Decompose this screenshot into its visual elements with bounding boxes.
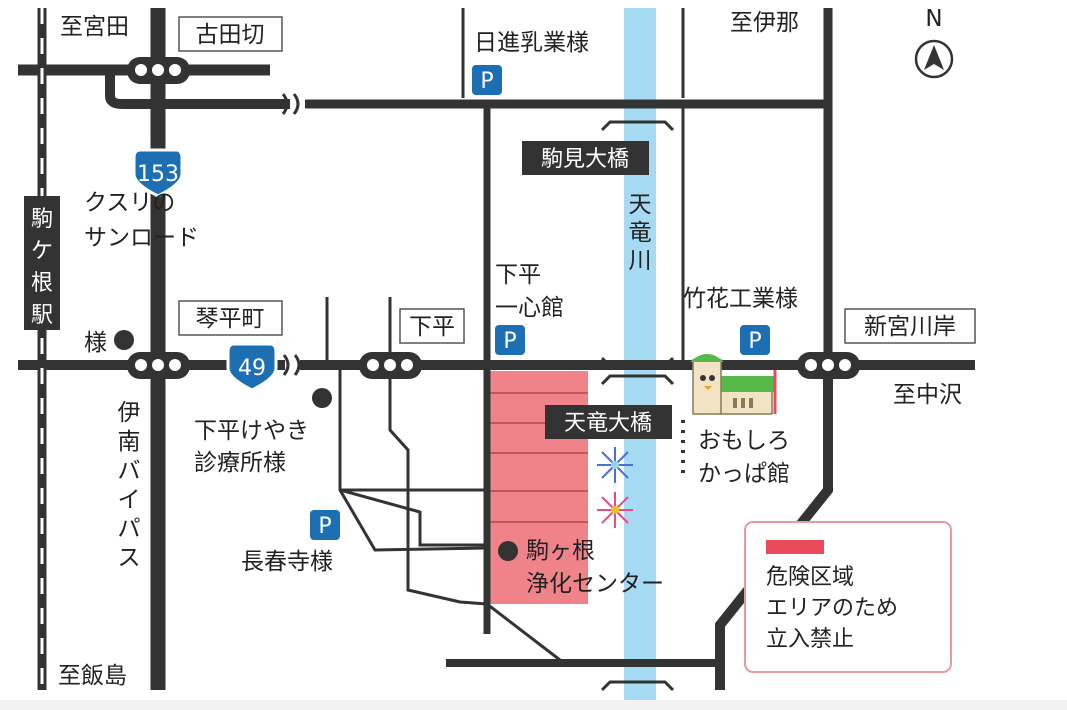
label-box-shimodaira: 下平 bbox=[399, 308, 465, 344]
svg-text:P: P bbox=[503, 329, 516, 354]
svg-text:P: P bbox=[318, 514, 331, 539]
label-jouka-2: 浄化センター bbox=[526, 571, 664, 597]
parking-icon: P bbox=[310, 510, 340, 540]
svg-text:根: 根 bbox=[31, 271, 53, 296]
label-keyaki-2: 診療所様 bbox=[194, 450, 286, 476]
label-iijima: 至飯島 bbox=[58, 663, 127, 689]
label-nisshin: 日進乳業様 bbox=[474, 30, 589, 56]
fireworks-icon bbox=[597, 447, 633, 528]
parking-icon: P bbox=[495, 325, 525, 355]
route-153-label: 153 bbox=[137, 162, 179, 187]
label-shimodaira-isshin-2: 一心館 bbox=[495, 295, 564, 321]
parking-icon: P bbox=[740, 325, 770, 355]
label-box-furutagiri: 古田切 bbox=[178, 16, 283, 52]
label-box-kotohira: 琴平町 bbox=[178, 300, 283, 336]
svg-text:下平: 下平 bbox=[409, 314, 455, 340]
legend-line-2: エリアのため bbox=[766, 596, 898, 621]
svg-text:川: 川 bbox=[629, 248, 652, 274]
svg-text:新宮川岸: 新宮川岸 bbox=[864, 314, 956, 340]
svg-text:P: P bbox=[480, 69, 493, 94]
label-ina-bypass: 伊 南 バ イ パ ス bbox=[118, 400, 141, 571]
svg-text:琴平町: 琴平町 bbox=[196, 306, 265, 332]
label-chosunji: 長春寺様 bbox=[241, 549, 333, 575]
label-ina: 至伊那 bbox=[730, 10, 799, 36]
svg-text:ス: ス bbox=[118, 545, 141, 571]
place-dot-icon bbox=[498, 541, 518, 561]
svg-text:古田切: 古田切 bbox=[196, 22, 265, 48]
label-shimodaira-isshin-1: 下平 bbox=[495, 262, 541, 288]
minor-roads bbox=[325, 8, 685, 662]
compass-icon: N bbox=[914, 6, 954, 79]
svg-text:ケ: ケ bbox=[31, 239, 53, 264]
svg-text:P: P bbox=[748, 329, 761, 354]
svg-text:竜: 竜 bbox=[629, 220, 652, 246]
svg-text:駒: 駒 bbox=[31, 207, 53, 232]
label-komagane-station: 駒 ケ 根 駅 bbox=[24, 196, 60, 330]
label-takehana: 竹花工業様 bbox=[683, 286, 798, 312]
bridge-marks bbox=[600, 120, 675, 692]
label-tenryu-river: 天 竜 川 bbox=[629, 192, 652, 274]
label-tenryu-bridge: 天竜大橋 bbox=[545, 405, 672, 439]
traffic-signal-icon bbox=[127, 57, 190, 84]
north-label: N bbox=[925, 6, 942, 32]
label-keyaki-1: 下平けやき bbox=[194, 418, 309, 444]
label-nakazawa: 至中沢 bbox=[893, 382, 962, 408]
label-miyada: 至宮田 bbox=[60, 14, 129, 40]
label-box-shinmiyagawagishi: 新宮川岸 bbox=[844, 308, 976, 344]
route-sign-icon: 49 bbox=[226, 342, 278, 392]
place-dot-icon bbox=[114, 330, 134, 350]
tenryu-river bbox=[624, 8, 656, 710]
legend-line-3: 立入禁止 bbox=[766, 627, 854, 652]
svg-text:伊: 伊 bbox=[118, 400, 141, 426]
place-dot-icon bbox=[312, 388, 332, 408]
svg-text:駒見大橋: 駒見大橋 bbox=[541, 147, 629, 172]
kappa-building-icon bbox=[690, 354, 774, 415]
danger-legend: 危険区域 エリアのため 立入禁止 bbox=[744, 521, 952, 673]
traffic-signal-icon bbox=[797, 352, 860, 379]
svg-text:天: 天 bbox=[629, 192, 652, 218]
label-komimi-bridge: 駒見大橋 bbox=[522, 141, 649, 175]
parking-icon: P bbox=[472, 65, 502, 95]
traffic-signal-icon bbox=[127, 352, 190, 379]
route-49-label: 49 bbox=[238, 356, 266, 381]
svg-text:駅: 駅 bbox=[31, 303, 53, 328]
svg-text:南: 南 bbox=[118, 429, 141, 455]
svg-text:イ: イ bbox=[118, 487, 141, 513]
label-kusuri-2: サンロード bbox=[84, 225, 199, 251]
legend-line-1: 危険区域 bbox=[766, 565, 854, 590]
svg-text:天竜大橋: 天竜大橋 bbox=[564, 411, 652, 436]
label-jouka-1: 駒ヶ根 bbox=[526, 538, 595, 564]
traffic-signal-icon bbox=[359, 352, 422, 379]
svg-text:パ: パ bbox=[118, 516, 141, 542]
label-kusuri-3: 様 bbox=[84, 330, 107, 356]
label-kusuri-1: クスリの bbox=[84, 190, 175, 216]
svg-text:バ: バ bbox=[118, 458, 141, 484]
route-sign-icon: 153 bbox=[132, 148, 184, 198]
label-omoshiro-2: かっぱ館 bbox=[698, 461, 790, 487]
label-omoshiro-1: おもしろ bbox=[698, 428, 790, 454]
